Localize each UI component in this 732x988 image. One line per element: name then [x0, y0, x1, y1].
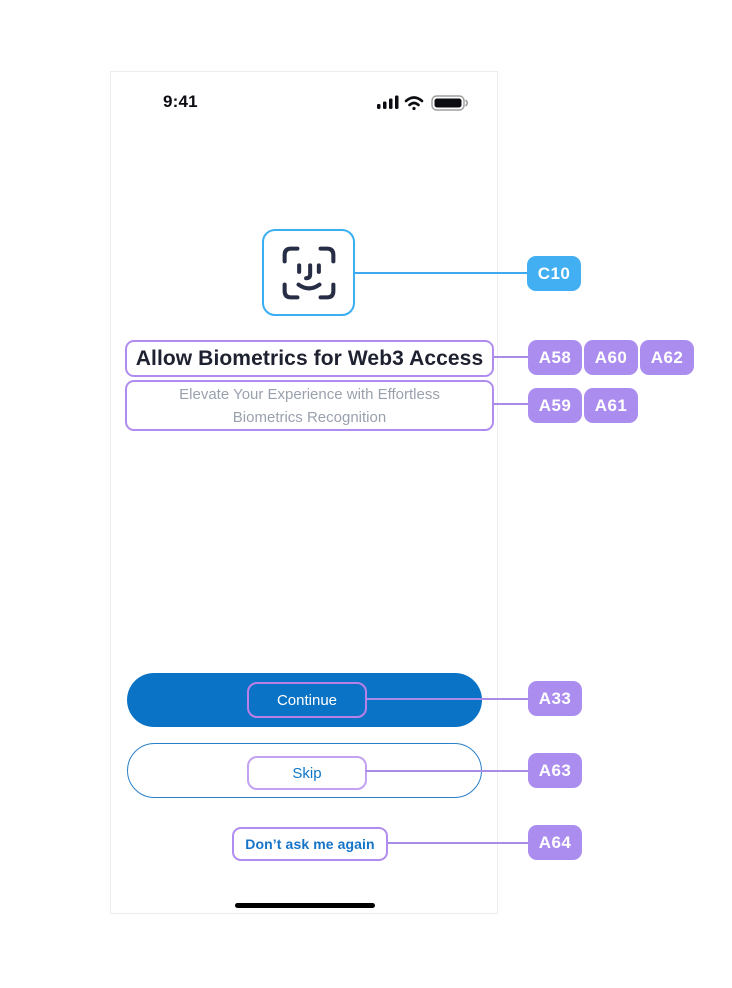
- cellular-signal-icon: [377, 95, 399, 109]
- connector-line-a63: [365, 770, 528, 772]
- battery-icon: [431, 95, 469, 111]
- annotation-tag-a61[interactable]: A61: [584, 388, 638, 423]
- continue-label-annotation-box: Continue: [247, 682, 367, 718]
- connector-line-a33: [366, 698, 528, 700]
- phone-screen: 9:41: [110, 71, 498, 914]
- subtitle-annotation-box: Elevate Your Experience with Effortless …: [125, 380, 494, 431]
- dont-ask-again-link[interactable]: Don’t ask me again: [232, 827, 388, 861]
- face-id-icon: [262, 229, 355, 316]
- connector-line-a59: [493, 403, 528, 405]
- annotation-tag-a58[interactable]: A58: [528, 340, 582, 375]
- annotation-tag-c10[interactable]: C10: [527, 256, 581, 291]
- connector-line-a58: [493, 356, 528, 358]
- annotation-tag-a59[interactable]: A59: [528, 388, 582, 423]
- dont-ask-again-label: Don’t ask me again: [245, 836, 375, 852]
- annotation-tag-a33[interactable]: A33: [528, 681, 582, 716]
- page-title: Allow Biometrics for Web3 Access: [135, 346, 484, 370]
- continue-button[interactable]: Continue: [127, 673, 482, 727]
- home-indicator: [235, 903, 375, 908]
- skip-button-label: Skip: [292, 764, 322, 782]
- continue-button-label: Continue: [276, 691, 338, 709]
- annotation-tag-a64[interactable]: A64: [528, 825, 582, 860]
- status-bar-icons: [377, 95, 469, 111]
- connector-line-c10: [354, 272, 527, 274]
- page-subtitle: Elevate Your Experience with Effortless …: [179, 385, 440, 426]
- wifi-icon: [404, 96, 424, 111]
- annotation-tag-a63[interactable]: A63: [528, 753, 582, 788]
- connector-line-a64: [387, 842, 528, 844]
- annotation-tag-a60[interactable]: A60: [584, 340, 638, 375]
- status-bar-time: 9:41: [163, 92, 198, 111]
- skip-label-annotation-box: Skip: [247, 756, 367, 790]
- annotation-tag-a62[interactable]: A62: [640, 340, 694, 375]
- title-annotation-box: Allow Biometrics for Web3 Access: [125, 340, 494, 377]
